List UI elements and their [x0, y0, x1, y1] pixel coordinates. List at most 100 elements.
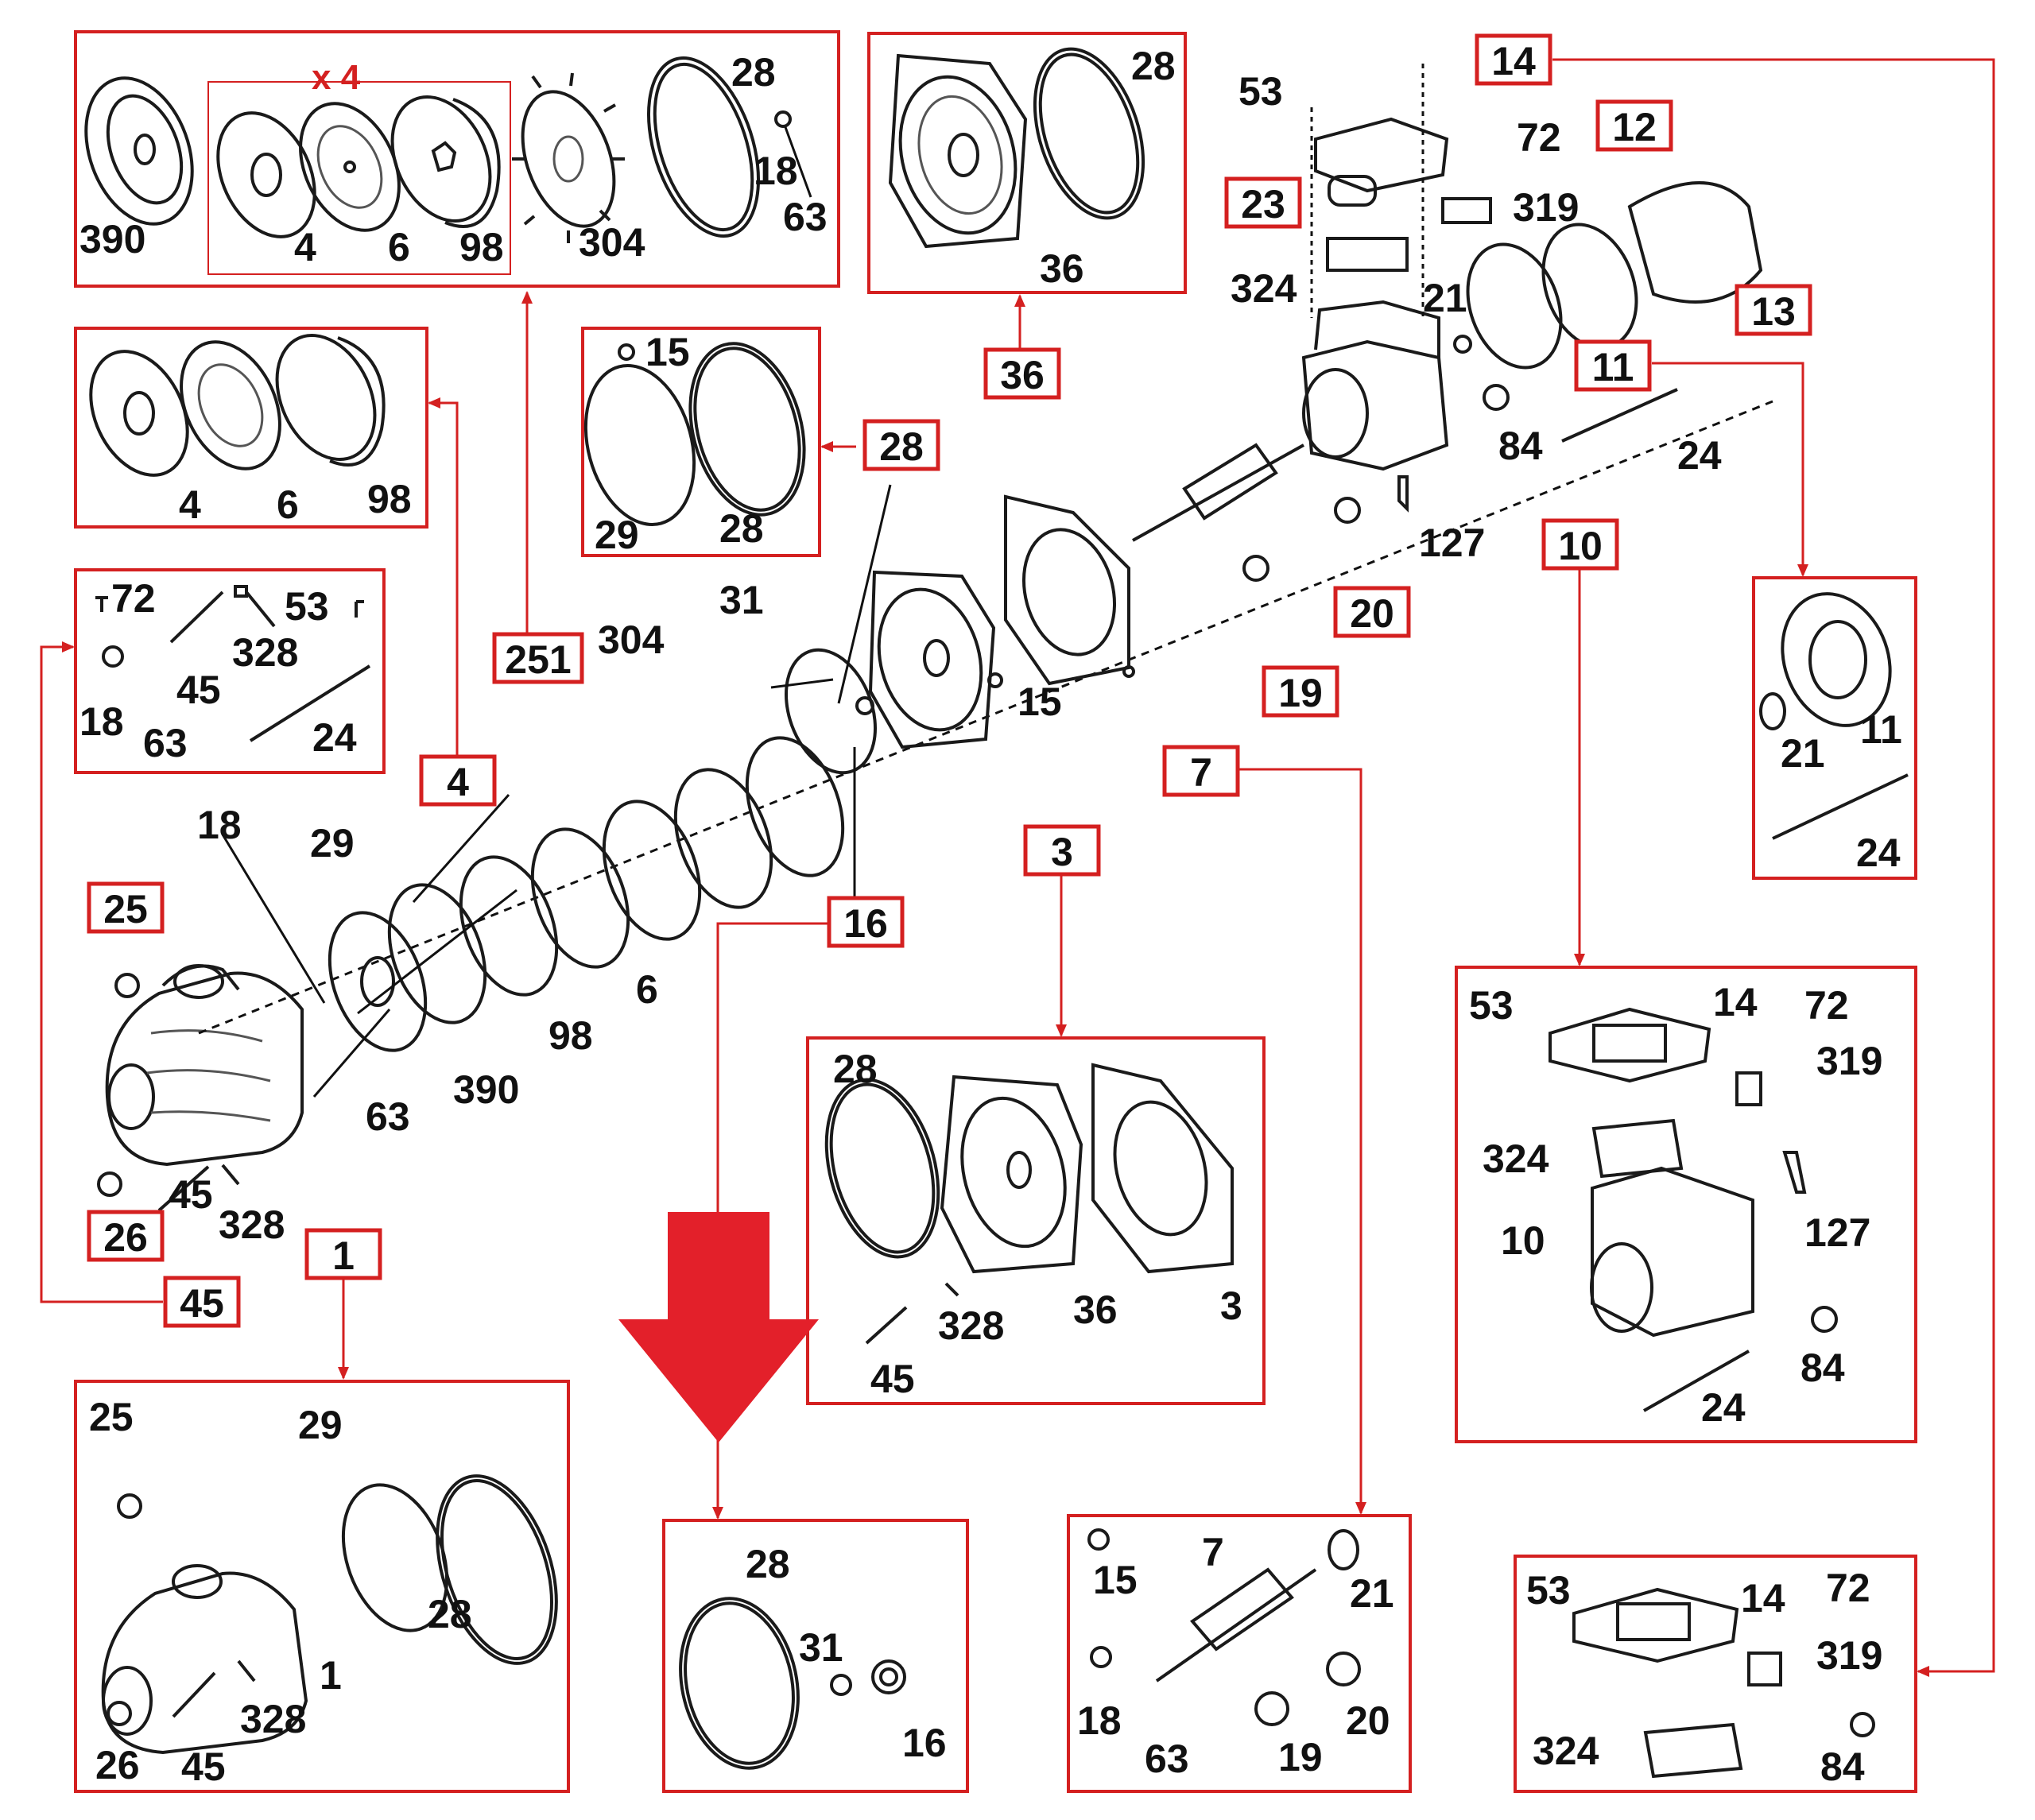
label-98-stage: 98	[459, 225, 504, 269]
seals-kit-icon	[583, 342, 806, 526]
fasteners-kit-icon	[95, 585, 371, 742]
o-ring-28-diffuser-icon	[1033, 47, 1145, 220]
down-arrow-icon	[618, 1212, 819, 1442]
connector-7	[1238, 768, 1362, 1513]
group-frames	[74, 30, 1917, 1793]
label-328-housing: 328	[240, 1697, 306, 1741]
label-127-main: 127	[1419, 521, 1485, 565]
terminal-box-icon	[1572, 1587, 1875, 1779]
callout-14[interactable]: 14	[1475, 33, 1552, 86]
label-84-terminal-box: 84	[1820, 1744, 1865, 1789]
callout-16[interactable]: 16	[827, 896, 905, 948]
label-45-main-plain: 45	[169, 1172, 213, 1217]
callout-20[interactable]: 20	[1333, 586, 1411, 638]
svg-text:20: 20	[1350, 591, 1394, 636]
callout-7[interactable]: 7	[1162, 745, 1240, 797]
label-6-stage: 6	[388, 225, 410, 269]
label-304-main: 304	[598, 618, 665, 662]
group-box-motor-cover	[1752, 576, 1917, 880]
label-98-single: 98	[367, 477, 412, 521]
svg-text:1: 1	[332, 1233, 355, 1278]
shaft-seal-kit-icon	[679, 1597, 906, 1770]
diffuser-plate-main-icon	[868, 570, 1003, 749]
label-28-housing: 28	[428, 1592, 472, 1636]
label-26-housing: 26	[95, 1743, 140, 1787]
callout-23[interactable]: 23	[1224, 176, 1302, 229]
label-24-main: 24	[1677, 433, 1722, 478]
callout-36[interactable]: 36	[983, 347, 1061, 400]
label-28-diffuser: 28	[1131, 44, 1176, 88]
label-63-fasteners: 63	[143, 721, 188, 765]
group-box-diffuser-kit	[867, 32, 1187, 294]
label-29-seals: 29	[595, 513, 639, 557]
callout-11[interactable]: 11	[1574, 339, 1652, 392]
label-53-terminal-box: 53	[1526, 1568, 1571, 1613]
callout-28[interactable]: 28	[862, 419, 940, 471]
label-31-main: 31	[719, 578, 764, 622]
label-18-fasteners: 18	[79, 699, 124, 744]
label-20-rotor: 20	[1346, 1698, 1390, 1743]
svg-text:4: 4	[447, 760, 469, 804]
group-box-stage-kit	[74, 30, 840, 288]
connector-14	[1552, 58, 1995, 1673]
svg-text:251: 251	[505, 637, 571, 682]
label-28-stage: 28	[731, 50, 776, 95]
stage-cover-98-icon	[390, 95, 501, 228]
o-ring-28-icon	[646, 56, 761, 238]
label-98-main: 98	[548, 1013, 593, 1058]
callout-251[interactable]: 251	[492, 632, 584, 684]
label-24-fasteners: 24	[312, 715, 357, 760]
label-18-stage: 18	[754, 149, 798, 193]
callout-19[interactable]: 19	[1262, 665, 1339, 718]
callout-45[interactable]: 45	[163, 1276, 241, 1328]
motor-bracket-main-icon	[1004, 494, 1135, 686]
label-15-main: 15	[1018, 680, 1062, 724]
svg-text:23: 23	[1241, 182, 1285, 227]
diffuser-plate-36-icon	[888, 53, 1028, 249]
label-72-fasteners: 72	[111, 576, 156, 621]
svg-text:13: 13	[1751, 289, 1796, 334]
label-304-stage: 304	[579, 220, 645, 265]
callout-3[interactable]: 3	[1023, 824, 1101, 877]
label-29-housing: 29	[298, 1403, 343, 1447]
svg-text:45: 45	[180, 1281, 224, 1326]
label-15-rotor: 15	[1093, 1558, 1138, 1602]
label-63-rotor: 63	[1145, 1737, 1189, 1781]
label-84-terminal-full: 84	[1800, 1346, 1845, 1390]
callout-26[interactable]: 26	[87, 1210, 165, 1262]
callout-12[interactable]: 12	[1595, 99, 1673, 152]
label-63-stage: 63	[783, 195, 828, 239]
label-28-seals: 28	[719, 506, 764, 551]
svg-text:12: 12	[1612, 105, 1657, 149]
pump-housing-icon	[97, 964, 304, 1212]
part-number-labels: 390 4 6 98 304 28 18 63 x 4 28 36 4 6 98…	[79, 44, 1902, 1789]
callout-10[interactable]: 10	[1541, 518, 1619, 571]
label-72-main: 72	[1517, 115, 1561, 160]
group-box-x4-inner	[207, 81, 511, 275]
label-84-main: 84	[1498, 424, 1543, 468]
callout-25[interactable]: 25	[87, 881, 165, 934]
motor-housing-main-icon	[1301, 64, 1763, 471]
callout-13[interactable]: 13	[1735, 284, 1812, 336]
label-319-main: 319	[1513, 185, 1579, 230]
label-324-main: 324	[1231, 266, 1297, 311]
label-127-terminal-full: 127	[1804, 1210, 1870, 1255]
label-31-shaft-seal: 31	[799, 1625, 843, 1670]
rotor-kit-icon	[1087, 1528, 1361, 1726]
label-16-shaft-seal: 16	[902, 1721, 947, 1765]
callout-1[interactable]: 1	[304, 1228, 382, 1280]
group-box-shaft-seal	[662, 1519, 969, 1793]
label-21-cover: 21	[1781, 731, 1825, 776]
callout-4[interactable]: 4	[419, 754, 497, 807]
group-box-rotor-kit	[1067, 1514, 1412, 1793]
label-15-seals: 15	[645, 330, 690, 374]
line-art	[84, 47, 1909, 1779]
svg-text:25: 25	[103, 887, 148, 931]
impeller-390-icon	[84, 76, 194, 226]
stage-stack-icon	[328, 648, 878, 1052]
label-36-diffuser: 36	[1040, 246, 1084, 291]
label-18-rotor: 18	[1077, 1698, 1122, 1743]
label-21-rotor: 21	[1350, 1571, 1394, 1616]
label-6-main: 6	[636, 967, 658, 1012]
svg-text:36: 36	[1000, 353, 1045, 397]
